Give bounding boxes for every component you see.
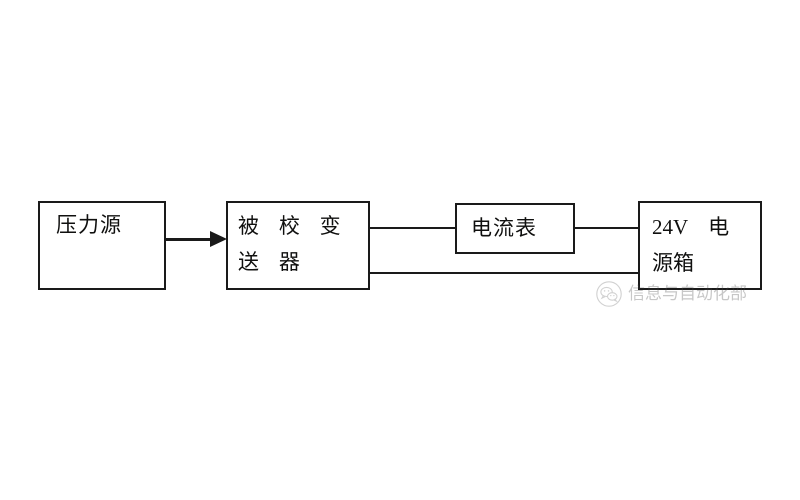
node-label-power-supply-voltage: 24V: [652, 215, 689, 239]
wechat-logo-icon: [596, 281, 622, 307]
node-label-power-supply-char1: 电: [708, 216, 730, 239]
connector-ammeter-to-power-supply: [574, 227, 639, 229]
connector-transmitter-to-power-supply: [369, 272, 639, 274]
diagram-node-ammeter[interactable]: 电流表: [455, 203, 575, 254]
diagram-node-transmitter[interactable]: 被 校 变 送 器: [226, 201, 370, 290]
arrowhead-icon: [210, 231, 227, 247]
node-label-transmitter: 被 校 变 送 器: [238, 215, 361, 274]
diagram-node-pressure-source[interactable]: 压力源: [38, 201, 166, 290]
connector-source-to-transmitter: [166, 238, 214, 241]
node-label-power-supply: 24V 电源箱: [640, 203, 760, 282]
node-label-power-supply-line2: 源箱: [652, 252, 694, 275]
node-label-pressure-source: 压力源: [56, 214, 122, 237]
node-label-ammeter: 电流表: [471, 217, 537, 240]
connector-transmitter-to-ammeter: [369, 227, 456, 229]
diagram-node-power-supply[interactable]: 24V 电源箱: [638, 201, 762, 290]
